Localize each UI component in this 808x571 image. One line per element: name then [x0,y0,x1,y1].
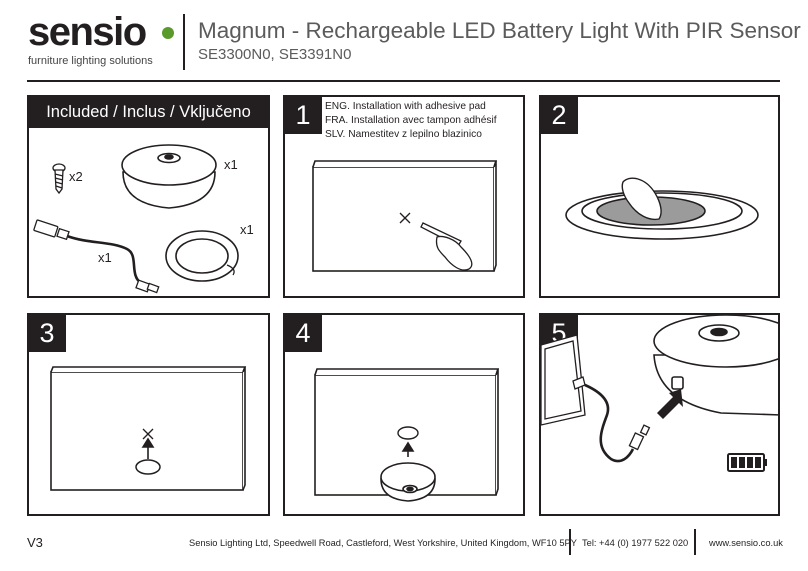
step-2-panel: 2 [539,95,780,298]
step-4-panel: 4 [283,313,525,516]
step-2-illustration [565,177,759,240]
light-unit-icon [653,315,778,416]
adhesive-pad-icon [165,230,239,282]
step-3-illustration [50,366,247,491]
footer-divider [694,529,696,555]
phone-number: Tel: +44 (0) 1977 522 020 [582,538,689,548]
product-codes: SE3300N0, SE3391N0 [198,46,352,63]
ceiling-board-icon [312,160,498,272]
header-rule [27,80,780,82]
pad-qty: x1 [240,222,254,237]
step-3-panel: 3 [27,313,270,516]
instruction-fra: FRA. Installation avec tampon adhésif [325,115,497,126]
instruction-eng: ENG. Installation with adhesive pad [325,101,486,112]
brand-logo: sensio furniture lighting solutions [28,12,178,70]
usb-cable-icon [584,383,651,463]
included-illustration: x2 x1 x1 x1 [33,144,254,294]
cable-qty: x1 [98,250,112,265]
screw-icon [52,163,66,195]
step-4-illustration [314,368,500,502]
arrow-up-icon [401,441,415,457]
adhesive-pad-icon [135,459,161,475]
step-1-illustration [312,160,498,272]
peel-backing-icon [621,177,662,221]
included-heading: Included / Inclus / Vključeno [29,97,268,128]
step-3-badge: 3 [29,315,66,352]
included-panel: Included / Inclus / Vključeno x2 x1 x1 [27,95,270,298]
step-1-panel: 1 ENG. Installation with adhesive pad FR… [283,95,525,298]
light-unit-icon [121,144,217,209]
cross-mark-icon [399,212,411,224]
step-5-illustration [541,315,778,472]
mounting-disc-icon [565,190,759,240]
logo-dot-icon [162,27,174,39]
footer-divider [569,529,571,555]
battery-full-icon [727,453,767,472]
step-4-badge: 4 [285,315,322,352]
arrow-up-icon [141,437,155,459]
logo-tagline: furniture lighting solutions [28,55,153,67]
company-address: Sensio Lighting Ltd, Speedwell Road, Cas… [189,538,577,548]
logo-wordmark: sensio [28,10,147,54]
hand-pencil-icon [420,222,473,271]
screw-qty: x2 [69,169,83,184]
step-2-badge: 2 [541,97,578,134]
step-1-badge: 1 [285,97,322,134]
arrow-icon [657,389,683,419]
light-unit-icon [380,462,436,502]
page-title: Magnum - Rechargeable LED Battery Light … [198,18,801,43]
instruction-slv: SLV. Namestitev z lepilno blazinico [325,129,482,140]
version-label: V3 [27,535,43,550]
header-divider [183,14,185,70]
usb-cable-icon [33,219,160,294]
cross-mark-icon [142,428,154,440]
adhesive-pad-icon [397,426,419,440]
light-unit-qty: x1 [224,157,238,172]
step-5-panel: 5 [539,313,780,516]
laptop-icon [541,334,586,426]
website-link[interactable]: www.sensio.co.uk [709,538,783,548]
step-1-instructions: ENG. Installation with adhesive pad FRA.… [325,100,497,142]
